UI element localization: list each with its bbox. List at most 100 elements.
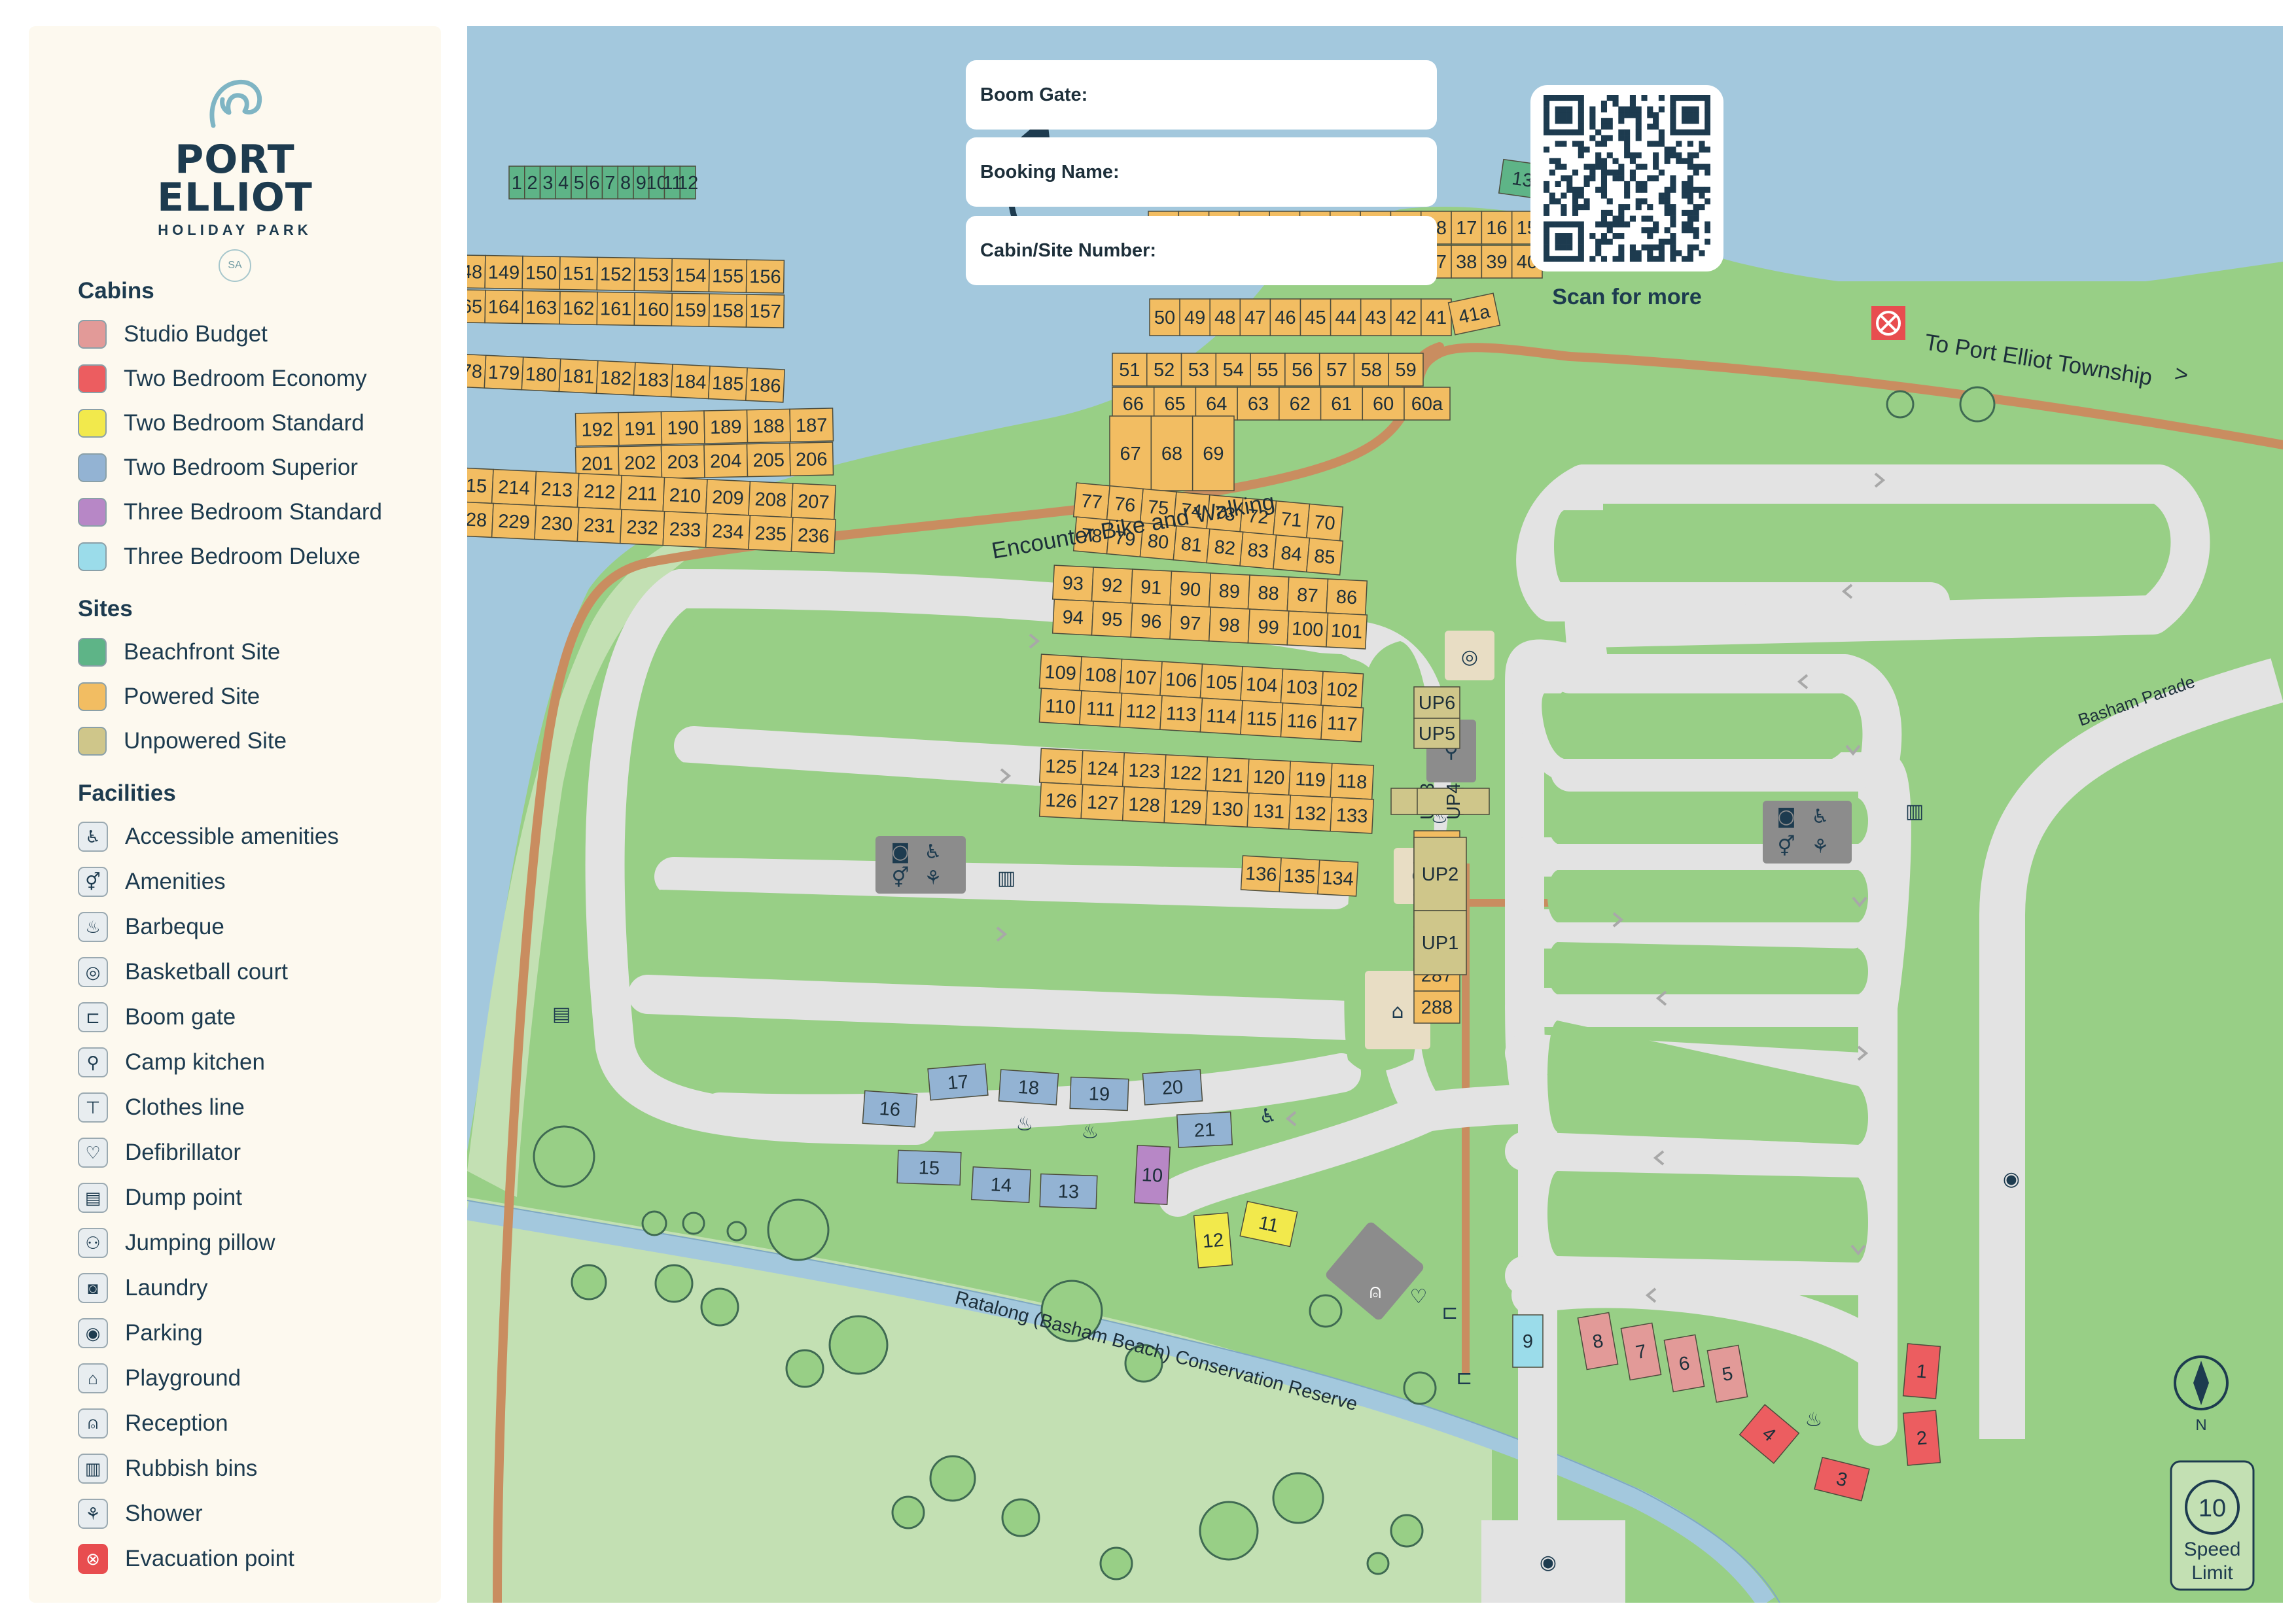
site-9[interactable]: 9 [1512,1314,1544,1368]
site-124[interactable]: 124 [1080,750,1125,788]
site-191[interactable]: 191 [618,411,663,446]
site-62[interactable]: 62 [1279,387,1322,421]
site-90[interactable]: 90 [1169,570,1212,608]
site-94[interactable]: 94 [1051,599,1094,636]
site-126[interactable]: 126 [1038,782,1084,820]
site-107[interactable]: 107 [1119,658,1163,696]
site-123[interactable]: 123 [1122,752,1167,790]
site-127[interactable]: 127 [1080,784,1125,822]
site-12[interactable]: 12 [1193,1212,1233,1268]
site-14[interactable]: 14 [970,1166,1032,1204]
site-164[interactable]: 164 [484,289,523,324]
site-6[interactable]: 6 [1663,1334,1705,1393]
site-113[interactable]: 113 [1159,695,1203,733]
site-13[interactable]: 13 [1039,1173,1098,1210]
site-61[interactable]: 61 [1320,387,1364,421]
site-3[interactable]: 3 [1814,1456,1870,1502]
site-89[interactable]: 89 [1208,572,1250,610]
site-112[interactable]: 112 [1119,692,1163,730]
site-97[interactable]: 97 [1169,604,1212,642]
site-7[interactable]: 7 [1620,1322,1662,1381]
site-56[interactable]: 56 [1284,353,1320,387]
site-235[interactable]: 235 [748,515,794,552]
site-188[interactable]: 188 [746,408,791,444]
site-49[interactable]: 49 [1179,298,1210,336]
site-180[interactable]: 180 [521,357,561,393]
site-212[interactable]: 212 [576,472,623,510]
site-161[interactable]: 161 [596,291,635,326]
site-148[interactable]: 148 [467,254,486,289]
site-215[interactable]: 215 [467,466,494,504]
site-plots[interactable]: 1234567891011121421431441451461471481491… [467,153,1941,1502]
site-210[interactable]: 210 [662,476,708,514]
site-69[interactable]: 69 [1192,415,1235,491]
site-134[interactable]: 134 [1317,859,1359,897]
site-84[interactable]: 84 [1273,534,1311,573]
site-5[interactable]: 5 [571,166,588,200]
site-153[interactable]: 153 [633,257,673,292]
site-11[interactable]: 11 [662,166,682,200]
site-57[interactable]: 57 [1318,353,1355,387]
site-187[interactable]: 187 [789,408,834,443]
site-55[interactable]: 55 [1250,353,1286,387]
site-185[interactable]: 185 [707,365,748,402]
site-201[interactable]: 201 [574,445,620,481]
site-54[interactable]: 54 [1215,353,1251,387]
site-1[interactable]: 1 [1902,1343,1941,1399]
site-186[interactable]: 186 [745,367,785,403]
site-117[interactable]: 117 [1320,705,1364,742]
site-72[interactable]: 72 [1239,497,1277,536]
site-233[interactable]: 233 [662,510,708,548]
site-125[interactable]: 125 [1038,748,1084,786]
site-16[interactable]: 16 [1481,211,1513,245]
site-152[interactable]: 152 [596,256,635,292]
site-UP6[interactable]: UP6 [1413,686,1460,719]
site-228[interactable]: 228 [467,500,494,538]
site-156[interactable]: 156 [745,259,785,294]
site-75[interactable]: 75 [1139,488,1177,527]
site-116[interactable]: 116 [1280,702,1324,740]
site-2[interactable]: 2 [524,166,541,200]
site-44[interactable]: 44 [1330,298,1362,336]
site-205[interactable]: 205 [746,442,791,478]
site-203[interactable]: 203 [660,444,705,480]
site-105[interactable]: 105 [1199,663,1243,701]
site-183[interactable]: 183 [633,362,673,398]
site-165[interactable]: 165 [467,288,486,324]
site-93[interactable]: 93 [1051,565,1094,602]
site-192[interactable]: 192 [574,411,620,447]
site-162[interactable]: 162 [559,290,598,326]
site-150[interactable]: 150 [521,255,561,290]
site-206[interactable]: 206 [789,442,834,477]
map-canvas[interactable]: ◎ ⚲ ♨ ⚇ ⌂ ▥ ▥ ◙ ♿ ⚥ ⚘ ◙ ♿ ⚥ ⚘ ♿ ♨ ♨ ♨ ⍝ [467,26,2283,1603]
site-60a[interactable]: 60a [1404,387,1451,421]
site-91[interactable]: 91 [1130,568,1173,606]
site-202[interactable]: 202 [618,445,663,480]
site-230[interactable]: 230 [534,504,580,542]
site-8[interactable]: 8 [1577,1312,1619,1370]
site-42[interactable]: 42 [1390,298,1422,336]
site-51[interactable]: 51 [1112,353,1148,387]
site-92[interactable]: 92 [1091,567,1133,604]
site-21[interactable]: 21 [1176,1111,1233,1148]
site-151[interactable]: 151 [559,256,598,291]
site-96[interactable]: 96 [1130,602,1173,640]
site-213[interactable]: 213 [534,470,580,508]
site-109[interactable]: 109 [1038,654,1082,691]
site-106[interactable]: 106 [1159,661,1203,699]
site-102[interactable]: 102 [1320,671,1364,708]
site-number-field[interactable]: Cabin/Site Number: [966,216,1437,285]
site-101[interactable]: 101 [1326,612,1368,650]
site-110[interactable]: 110 [1038,688,1082,725]
site-74[interactable]: 74 [1173,491,1210,530]
site-43[interactable]: 43 [1360,298,1392,336]
site-154[interactable]: 154 [671,258,711,292]
site-121[interactable]: 121 [1205,756,1250,794]
site-111[interactable]: 111 [1079,690,1123,728]
site-64[interactable]: 64 [1195,387,1238,421]
site-158[interactable]: 158 [708,293,748,328]
site-46[interactable]: 46 [1269,298,1301,336]
site-159[interactable]: 159 [671,292,711,327]
site-108[interactable]: 108 [1079,656,1123,694]
site-66[interactable]: 66 [1112,387,1155,421]
